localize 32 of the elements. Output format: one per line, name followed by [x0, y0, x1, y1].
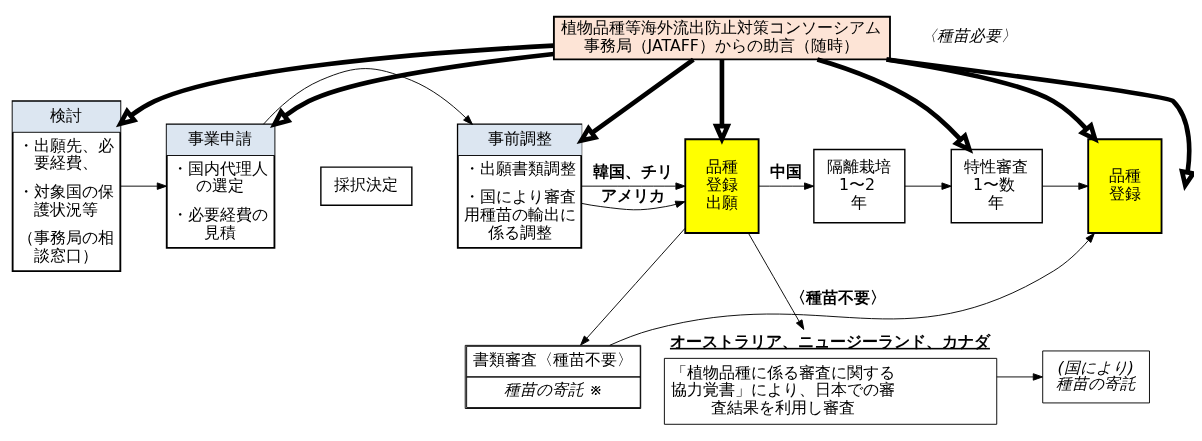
node-box: 植物品種等海外流出防止対策コンソーシアム事務局（JATAFF）からの助言（随時） [552, 15, 891, 61]
arrow [712, 59, 732, 145]
node-box: (国により)種苗の寄託 [1042, 350, 1150, 404]
edge-label: 中国 [769, 162, 802, 182]
node-box: 隔離栽培 1〜2年 [813, 148, 906, 224]
arrow [115, 43, 554, 128]
node-box: 特性審査 1〜数年 [950, 148, 1043, 224]
arrow [886, 57, 1194, 191]
node-box: 品種登録 [1087, 138, 1163, 234]
arrow [580, 182, 686, 190]
edge-label: 〈種苗不要〉 [789, 288, 886, 308]
arrow [576, 57, 695, 144]
edge-label: アメリカ [600, 185, 665, 205]
arrow [758, 182, 815, 190]
arrow [580, 200, 686, 211]
node-box: 「植物品種に係る審査に関する協力覚書」により、日本での審査結果を利用し審査 [663, 357, 998, 425]
arrow [609, 232, 1095, 346]
arrow [885, 57, 1099, 144]
arrow [580, 227, 686, 346]
node-box: 採択決定 [320, 166, 413, 206]
arrow [904, 182, 952, 190]
edge-label: 韓国、チリ [592, 162, 673, 182]
arrow [747, 232, 805, 330]
node-box: 品種登録出願 [684, 138, 760, 234]
arrow [996, 373, 1044, 381]
arrow [119, 182, 168, 190]
arrow [1041, 182, 1089, 190]
arrow [816, 57, 974, 154]
arrow [263, 68, 473, 125]
label: 〈種苗必要〉 [920, 25, 1017, 45]
arrow [270, 51, 554, 128]
node-label: オーストラリア、ニュージーランド、カナダ [669, 331, 990, 351]
